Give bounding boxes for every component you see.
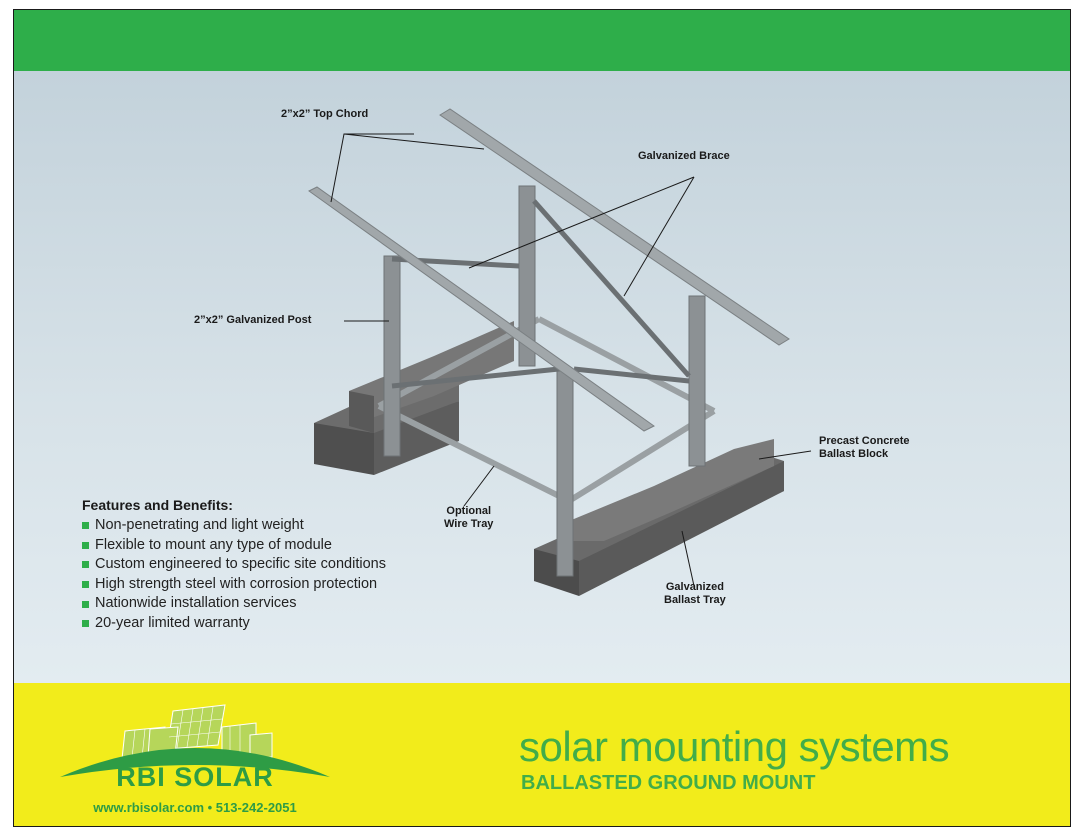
bullet-square-icon	[82, 620, 89, 628]
callout-line: Wire Tray	[444, 518, 494, 530]
bullet-square-icon	[82, 522, 89, 530]
company-name: RBI SOLAR	[116, 762, 274, 792]
rbi-solar-logo: RBI SOLAR www.rbisolar.com • 513-242-205…	[50, 691, 340, 825]
callout-leaders	[330, 133, 812, 587]
feature-text: Nationwide installation services	[95, 595, 297, 612]
feature-item: Non-penetrating and light weight	[82, 516, 386, 536]
callout-line: Precast Concrete	[819, 435, 910, 447]
top-chords	[308, 108, 790, 432]
callout-galvanized-brace: Galvanized Brace	[638, 150, 730, 162]
callout-line: Optional	[446, 505, 492, 517]
bullet-square-icon	[82, 581, 89, 589]
feature-item: 20-year limited warranty	[82, 614, 386, 634]
feature-text: Non-penetrating and light weight	[95, 517, 304, 533]
contact-info: www.rbisolar.com • 513-242-2051	[93, 800, 297, 815]
right-ballast-block	[534, 439, 784, 596]
tagline: solar mounting systems	[519, 723, 950, 770]
footer-band: RBI SOLAR www.rbisolar.com • 513-242-205…	[14, 683, 1070, 826]
features-list: Features and Benefits: Non-penetrating a…	[82, 497, 386, 634]
callout-top-chord: 2”x2” Top Chord	[281, 108, 369, 120]
brochure-page: 2”x2” Top Chord Galvanized Brace 2”x2” G…	[13, 9, 1071, 827]
feature-text: High strength steel with corrosion prote…	[95, 575, 378, 592]
feature-item: Nationwide installation services	[82, 594, 386, 614]
feature-text: Custom engineered to specific site condi…	[95, 556, 386, 573]
diagram-area: 2”x2” Top Chord Galvanized Brace 2”x2” G…	[14, 71, 1070, 683]
feature-text: Flexible to mount any type of module	[95, 536, 332, 553]
bullet-square-icon	[82, 561, 89, 569]
callout-precast-concrete-ballast-block: Precast Concrete Ballast Block	[819, 435, 910, 461]
product-name: BALLASTED GROUND MOUNT	[521, 772, 816, 794]
solar-panel-array-icon	[60, 704, 330, 777]
feature-text: 20-year limited warranty	[95, 614, 250, 631]
ballasted-ground-mount-diagram	[308, 108, 812, 596]
features-title: Features and Benefits:	[82, 497, 233, 513]
feature-item: Flexible to mount any type of module	[82, 536, 386, 556]
top-green-band	[14, 10, 1070, 71]
posts	[383, 185, 706, 577]
feature-item: High strength steel with corrosion prote…	[82, 575, 386, 595]
callout-galvanized-post: 2”x2” Galvanized Post	[194, 314, 312, 326]
bullet-square-icon	[82, 600, 89, 608]
callout-line: Ballast Block	[819, 448, 889, 460]
left-ballast-block	[314, 321, 514, 475]
callout-galvanized-ballast-tray: Galvanized Ballast Tray	[664, 581, 726, 607]
bullet-square-icon	[82, 541, 89, 549]
callout-line: Galvanized	[665, 581, 724, 593]
callout-optional-wire-tray: Optional Wire Tray	[444, 505, 493, 531]
callout-line: Ballast Tray	[664, 594, 726, 606]
feature-item: Custom engineered to specific site condi…	[82, 555, 386, 575]
